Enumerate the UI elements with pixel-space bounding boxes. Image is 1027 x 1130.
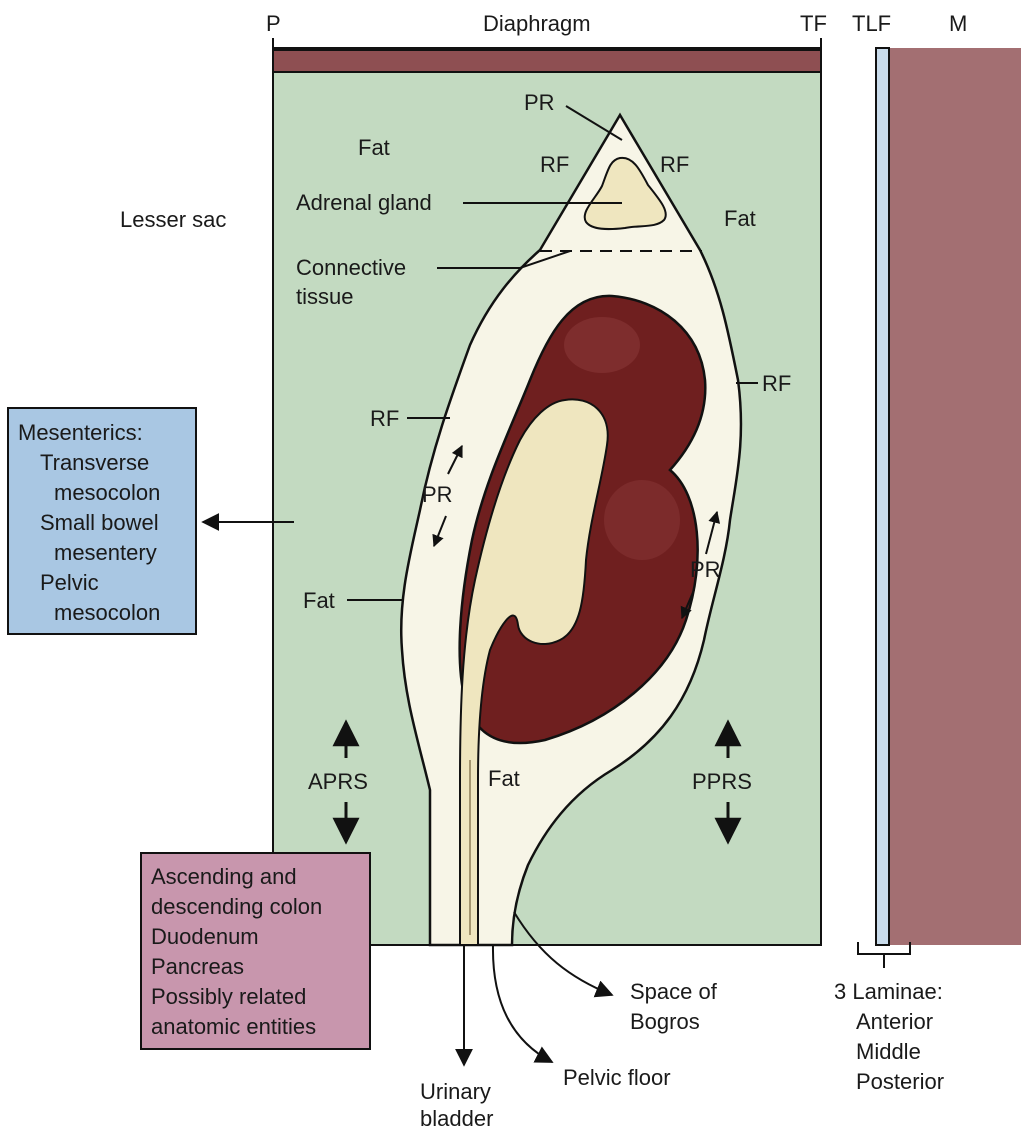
mesenterics-line: mesocolon: [54, 480, 161, 505]
label-fat-bottom: Fat: [488, 766, 520, 791]
mesenterics-line: Pelvic: [40, 570, 99, 595]
kidney-highlight-lower: [604, 480, 680, 560]
label-connective-tissue-2: tissue: [296, 284, 353, 309]
label-diaphragm: Diaphragm: [483, 11, 591, 36]
label-pr-left: PR: [422, 482, 453, 507]
muscle-block: [890, 48, 1021, 945]
colon-box-text: Ascending and descending colon Duodenum …: [151, 862, 322, 1042]
colon-box-line: descending colon: [151, 894, 323, 919]
label-rf-left: RF: [370, 406, 399, 431]
colon-box-line: anatomic entities: [151, 1014, 317, 1039]
label-pr-top: PR: [524, 90, 555, 115]
label-laminae-3: Middle: [856, 1039, 921, 1064]
label-urinary-bladder-1: Urinary: [420, 1079, 491, 1104]
label-p: P: [266, 11, 281, 36]
colon-box-line: Duodenum: [151, 924, 259, 949]
label-space-of-bogros-1: Space of: [630, 979, 718, 1004]
label-space-of-bogros-2: Bogros: [630, 1009, 700, 1034]
mesenterics-line: mesentery: [54, 540, 157, 565]
renal-pelvis-ureter: [459, 398, 609, 946]
label-pelvic-floor: Pelvic floor: [563, 1065, 671, 1090]
label-laminae-2: Anterior: [856, 1009, 933, 1034]
label-tlf: TLF: [852, 11, 891, 36]
label-aprs: APRS: [308, 769, 368, 794]
colon-box-line: Ascending and: [151, 864, 297, 889]
label-pr-right: PR: [690, 557, 721, 582]
thoracolumbar-fascia-strip: [875, 47, 890, 946]
label-fat-left: Fat: [303, 588, 335, 613]
leader-lines: [347, 105, 758, 601]
bottom-arrows: [455, 911, 614, 1067]
colon-box-line: Pancreas: [151, 954, 244, 979]
mesenterics-line: Small bowel: [40, 510, 159, 535]
label-m: M: [949, 11, 967, 36]
label-fat-upper-right: Fat: [724, 206, 756, 231]
mesenterics-line: Transverse: [40, 450, 150, 475]
label-laminae-1: 3 Laminae:: [834, 979, 943, 1004]
mesenterics-line: mesocolon: [54, 600, 161, 625]
mesenterics-box-text: Mesenterics: Transverse mesocolon Small …: [18, 418, 160, 628]
diaphragm-band: [272, 49, 822, 73]
label-tf: TF: [800, 11, 827, 36]
colon-box-line: Possibly related: [151, 984, 307, 1009]
colon-box: [140, 852, 371, 1050]
label-urinary-bladder-2: bladder: [420, 1106, 493, 1130]
label-connective-tissue-1: Connective: [296, 255, 406, 280]
kidney-highlight-upper: [564, 317, 640, 373]
laminae-bracket: [857, 942, 911, 968]
label-laminae-4: Posterior: [856, 1069, 944, 1094]
adrenal-gland: [583, 156, 667, 231]
label-adrenal-gland: Adrenal gland: [296, 190, 432, 215]
label-fat-upper-left: Fat: [358, 135, 390, 160]
pr-double-arrows: [432, 444, 721, 620]
mesenterics-line: Mesenterics:: [18, 420, 143, 445]
label-rf-right-top: RF: [660, 152, 689, 177]
label-lesser-sac: Lesser sac: [120, 207, 226, 232]
mesenterics-box: [7, 407, 197, 635]
label-pprs: PPRS: [692, 769, 752, 794]
label-rf-left-top: RF: [540, 152, 569, 177]
label-rf-right: RF: [762, 371, 791, 396]
space-arrows: [332, 719, 742, 845]
